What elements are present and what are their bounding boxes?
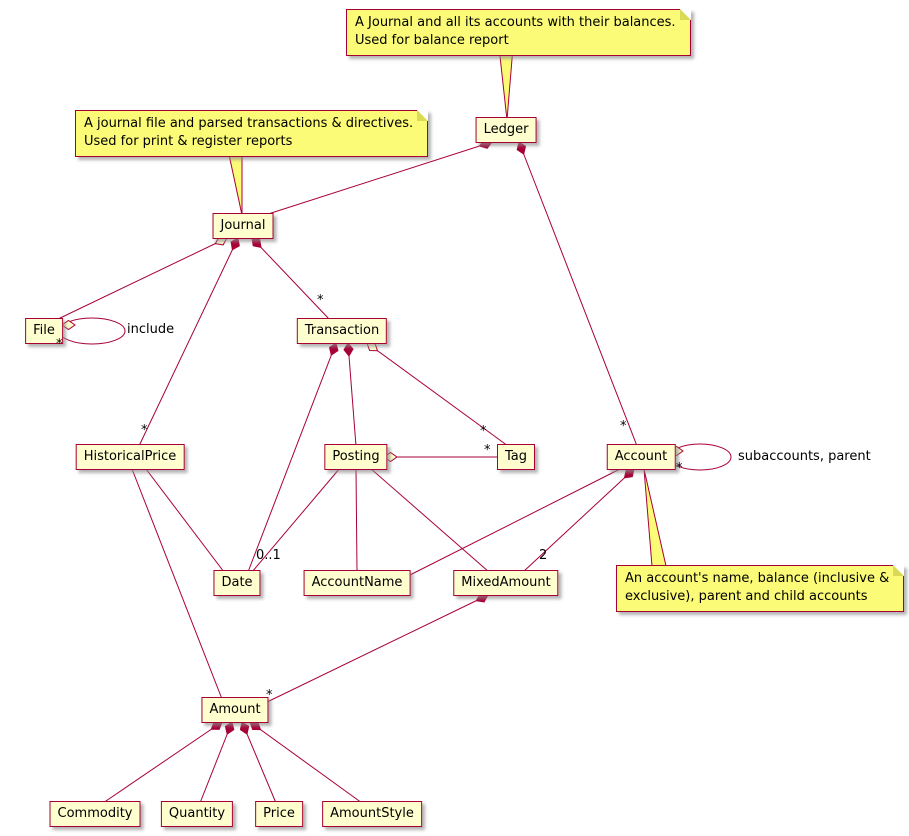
- edge-multiplicity-label: *: [676, 461, 683, 476]
- edge-multiplicity-label: *: [484, 443, 491, 458]
- composition-diamond-icon: [210, 721, 223, 730]
- composition-diamond-icon: [249, 721, 262, 731]
- edge-amount-quantity: [199, 721, 233, 804]
- note-text-line: Used for balance report: [355, 33, 509, 49]
- edge-posting-mixedamount: [369, 467, 490, 573]
- note-account: An account's name, balance (inclusive & e…: [616, 565, 905, 613]
- edge-transaction-posting: [347, 342, 357, 447]
- edge-amount-amountstyle: [249, 721, 363, 804]
- edge-historicalprice-amount: [131, 468, 223, 700]
- edge-multiplicity-label: *: [266, 688, 273, 703]
- class-node-posting: Posting: [324, 444, 388, 470]
- composition-diamond-icon: [343, 342, 354, 357]
- class-node-account-name: AccountName: [303, 570, 411, 596]
- edge-amount-commodity: [102, 721, 223, 804]
- edge-historicalprice-date: [145, 468, 225, 573]
- edge-journal-file: [55, 237, 228, 321]
- edge-multiplicity-label: *: [56, 337, 63, 352]
- class-node-tag: Tag: [496, 444, 536, 470]
- composition-diamond-icon: [328, 342, 339, 356]
- class-node-journal: Journal: [212, 213, 274, 239]
- note-connector: [498, 46, 514, 121]
- class-node-amount: Amount: [201, 697, 269, 723]
- edge-posting-accountname: [355, 467, 358, 573]
- edge-multiplicity-label: *: [141, 423, 148, 438]
- note-fold-icon: [417, 110, 429, 121]
- composition-diamond-icon: [239, 721, 250, 735]
- composition-diamond-icon: [230, 237, 240, 251]
- edge-account-mixedamount: [522, 468, 635, 573]
- edge-role-label: subaccounts, parent: [738, 449, 871, 464]
- edge-multiplicity-label: *: [620, 419, 627, 434]
- class-node-historical-price: HistoricalPrice: [75, 444, 185, 470]
- class-node-account: Account: [606, 444, 676, 470]
- edge-role-label: include: [127, 322, 175, 337]
- edge-ledger-journal: [261, 141, 493, 217]
- note-journal: A journal file and parsed transactions &…: [75, 110, 429, 158]
- note-text-line: exclusive), parent and child accounts: [625, 589, 868, 605]
- class-node-file: File: [25, 318, 63, 344]
- note-text-line: A Journal and all its accounts with thei…: [355, 15, 676, 30]
- class-node-quantity: Quantity: [160, 801, 234, 827]
- edge-multiplicity-label: *: [480, 424, 487, 439]
- edge-transaction-date: [247, 342, 337, 573]
- composition-diamond-icon: [251, 237, 262, 249]
- class-node-transaction: Transaction: [296, 318, 388, 344]
- note-connector: [227, 149, 243, 216]
- composition-diamond-icon: [516, 141, 527, 155]
- aggregation-diamond-icon: [61, 319, 76, 331]
- edge-multiplicity-label: 0..1: [256, 548, 281, 563]
- composition-diamond-icon: [623, 468, 635, 479]
- note-text-line: A journal file and parsed transactions &…: [84, 116, 414, 131]
- class-node-mixed-amount: MixedAmount: [453, 570, 559, 596]
- edge-multiplicity-label: *: [317, 293, 324, 308]
- edge-mixedamount-amount: [262, 594, 489, 705]
- edge-multiplicity-label: 2: [539, 548, 548, 563]
- class-node-amount-style: AmountStyle: [322, 801, 422, 827]
- note-fold-icon: [893, 565, 905, 576]
- edge-journal-transaction: [251, 237, 331, 321]
- aggregation-diamond-icon: [366, 342, 379, 352]
- note-fold-icon: [679, 9, 691, 20]
- edge-account-accountname: [403, 468, 621, 579]
- class-node-date: Date: [213, 570, 261, 596]
- note-ledger: A Journal and all its accounts with thei…: [346, 9, 691, 57]
- edge-transaction-tag: [366, 342, 509, 447]
- edge-ledger-account: [518, 141, 638, 447]
- note-text-line: Used for print & register reports: [84, 134, 293, 150]
- note-text-line: An account's name, balance (inclusive &: [625, 571, 890, 586]
- composition-diamond-icon: [224, 721, 235, 735]
- edge-journal-historicalprice: [138, 237, 239, 447]
- class-node-ledger: Ledger: [475, 117, 537, 143]
- edge-amount-price: [241, 721, 277, 804]
- edge-posting-date: [251, 467, 341, 573]
- class-node-commodity: Commodity: [49, 801, 141, 827]
- note-connector: [643, 468, 667, 567]
- class-node-price: Price: [255, 801, 303, 827]
